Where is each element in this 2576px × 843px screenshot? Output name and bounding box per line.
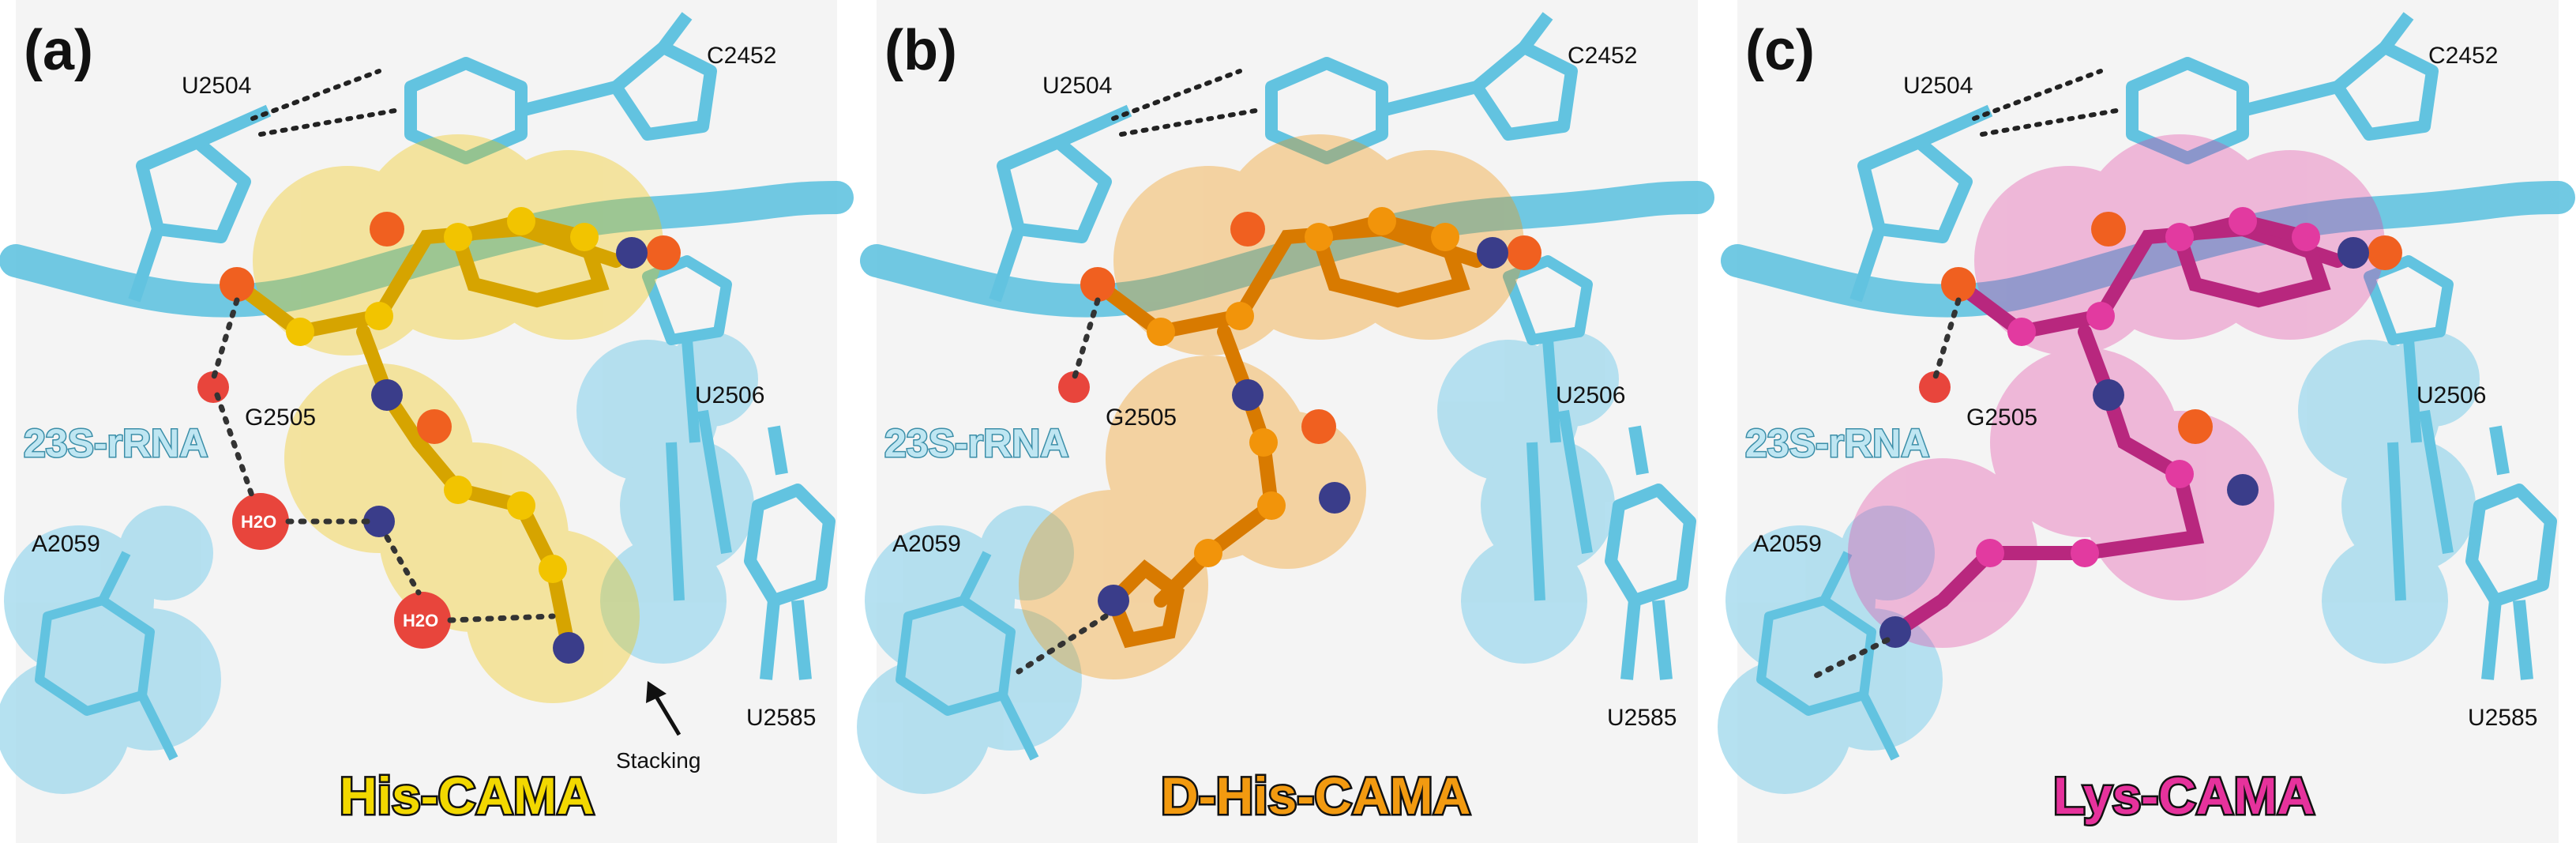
residue-label-u2506: U2506: [695, 382, 764, 408]
ligand-label: D-His-CAMA: [1161, 766, 1470, 825]
residue-label-u2585: U2585: [746, 705, 816, 731]
residue-label-c2452: C2452: [1568, 43, 1637, 69]
panel-c: (c) U2504 C2452 G2505 U2506 A2059 U2585 …: [1718, 0, 2559, 843]
panel-a: (a) U2504 C2452 G2505 U2506 A2059 U2585 …: [0, 0, 837, 843]
panel-letter: (a): [24, 19, 93, 82]
residue-label-u2585: U2585: [2468, 705, 2537, 731]
rrna-label: 23S-rRNA: [24, 421, 208, 465]
residue-label-u2504: U2504: [1042, 73, 1112, 99]
water-label: H2O: [241, 512, 276, 532]
residue-label-u2506: U2506: [1556, 382, 1625, 408]
residue-label-u2504: U2504: [1903, 73, 1973, 99]
residue-label-c2452: C2452: [707, 43, 776, 69]
residue-label-g2505: G2505: [1106, 405, 1177, 431]
rrna-label: 23S-rRNA: [884, 421, 1068, 465]
residue-label-g2505: G2505: [245, 405, 316, 431]
residue-label-u2504: U2504: [182, 73, 251, 99]
residue-label-a2059: A2059: [32, 531, 100, 557]
ligand-label: Lys-CAMA: [2053, 766, 2315, 825]
ligand-label: His-CAMA: [340, 766, 595, 825]
panel-letter: (c): [1745, 19, 1815, 82]
residue-label-g2505: G2505: [1966, 405, 2037, 431]
residue-label-u2585: U2585: [1607, 705, 1677, 731]
water-label: H2O: [403, 611, 438, 630]
panel-b: (b) U2504 C2452 G2505 U2506 A2059 U2585 …: [857, 0, 1698, 843]
stacking-annotation: Stacking: [616, 748, 700, 773]
rrna-label: 23S-rRNA: [1745, 421, 1929, 465]
residue-label-u2506: U2506: [2416, 382, 2486, 408]
residue-label-a2059: A2059: [892, 531, 961, 557]
panel-letter: (b): [884, 19, 957, 82]
residue-label-c2452: C2452: [2428, 43, 2498, 69]
residue-label-a2059: A2059: [1753, 531, 1822, 557]
